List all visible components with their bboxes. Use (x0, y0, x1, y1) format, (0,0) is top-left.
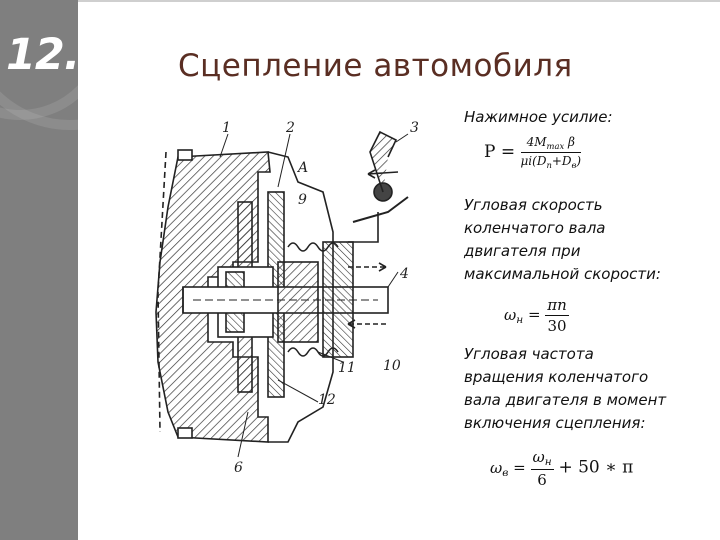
top-rule (78, 0, 720, 2)
drawing-label: 11 (338, 360, 356, 376)
decor-ring (0, 0, 78, 130)
f3-den: 6 (537, 471, 547, 489)
drawing-label: 6 (234, 460, 243, 476)
drawing-label: 1 (222, 120, 231, 136)
linkage-rod (352, 196, 409, 223)
f1-den-tail: ) (576, 154, 582, 168)
clutch-housing (267, 151, 334, 443)
f3-lhs-sub: в (502, 466, 509, 479)
f3-fraction: ωн 6 (530, 448, 554, 489)
f3-num: ω (532, 448, 545, 466)
linkage-lower (348, 212, 379, 243)
clutch-pedal (369, 130, 398, 193)
f1-den-sub2: в (571, 160, 577, 170)
speed-line-4: максимальной скорости: (464, 265, 661, 283)
release-bearing (277, 261, 319, 343)
clutch-drawing: 1 2 3 A 9 4 11 10 12 6 (155, 120, 419, 476)
drawing-label: A (296, 160, 308, 176)
f1-num: 4M (526, 135, 547, 149)
formula-omega-n: ωн = πn 30 (504, 296, 569, 335)
f2-num: πn (545, 296, 569, 316)
f2-eq: = (527, 305, 541, 324)
f3-num-sub: н (544, 456, 552, 468)
formula-force: P = 4Mmax β μi(Dп+Dв) (484, 135, 582, 170)
drawing-label: 9 (298, 192, 307, 208)
drawing-label: 3 (410, 120, 419, 136)
freq-line-1: Угловая частота (464, 345, 594, 363)
freq-line-2: вращения коленчатого (464, 368, 649, 386)
f1-den-sub1: п (546, 160, 552, 170)
speed-line-1: Угловая скорость (464, 196, 603, 214)
freq-line-4: включения сцепления: (464, 414, 646, 432)
f2-lhs: ω (504, 305, 517, 324)
f1-fraction: 4Mmax β μi(Dп+Dв) (520, 135, 582, 170)
slide-number: 12. (6, 30, 78, 80)
slide-title: Сцепление автомобиля (178, 48, 573, 84)
f2-den: 30 (547, 317, 567, 335)
speed-line-2: коленчатого вала (464, 219, 606, 237)
f2-lhs-sub: н (516, 313, 524, 326)
drawing-label: 2 (285, 120, 295, 136)
f3-tail: + 50 ∗ π (558, 457, 634, 478)
left-decor-band: 12. (0, 0, 78, 540)
release-fork (322, 241, 354, 358)
formula-omega-v: ωв = ωн 6 + 50 ∗ π (490, 448, 633, 489)
engine-dashed-edge (157, 151, 167, 433)
f3-lhs: ω (490, 458, 503, 477)
force-heading: Нажимное усилие: (464, 108, 613, 126)
freq-line-3: вала двигателя в момент (464, 391, 667, 409)
f1-num-sub: max (546, 141, 565, 151)
f1-lhs: P = (484, 142, 516, 162)
f1-den: μi(D (520, 154, 547, 168)
f1-den-mid: +D (551, 154, 572, 168)
drawing-label: 10 (383, 358, 401, 374)
f2-fraction: πn 30 (545, 296, 569, 335)
f1-num-tail: β (564, 135, 575, 149)
drawing-label: 12 (318, 392, 336, 408)
drawing-label: 4 (399, 266, 409, 282)
f3-eq: = (513, 458, 526, 477)
speed-line-3: двигателя при (464, 242, 581, 260)
